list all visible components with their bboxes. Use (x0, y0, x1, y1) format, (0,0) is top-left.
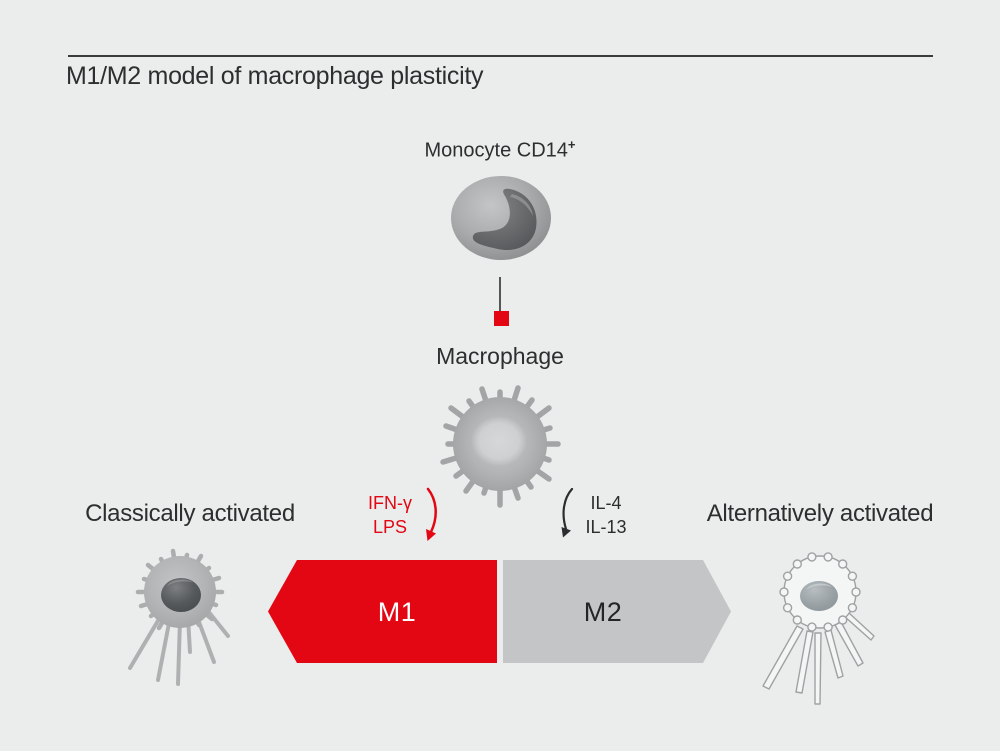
macrophage-cell-illustration (440, 385, 561, 508)
m2-stimulus-arrow (561, 487, 574, 538)
m2-macrophage-illustration (762, 552, 875, 705)
m2-arrow-shape (503, 560, 731, 663)
monocyte-to-macrophage-connector (494, 277, 509, 326)
m1-arrow-label: M1 (377, 597, 417, 627)
monocyte-label-text: Monocyte CD14 (424, 139, 568, 162)
m1-stimulus-lps: LPS (372, 517, 408, 537)
monocyte-cd14-plus-superscript: + (567, 137, 576, 152)
m2-stimulus-il4: IL-4 (590, 493, 622, 513)
m2-arrow-label: M2 (583, 597, 623, 627)
m1-macrophage-illustration (128, 548, 230, 686)
page-title: M1/M2 model of macrophage plasticity (66, 62, 484, 90)
m1-arrow-shape (268, 560, 497, 663)
m1-stimuli-labels: IFN-γ LPS (350, 491, 430, 539)
m2-stimulus-il13: IL-13 (585, 517, 627, 537)
monocyte-cell-illustration (451, 176, 551, 260)
alternatively-activated-label: Alternatively activated (706, 500, 934, 527)
monocyte-label: Monocyte CD14+ (380, 137, 620, 163)
macrophage-label: Macrophage (436, 343, 564, 369)
classically-activated-label: Classically activated (85, 500, 295, 527)
m1-stimulus-arrow (426, 487, 437, 541)
title-rule (68, 55, 933, 57)
m1-stimulus-ifn-gamma: IFN-γ (368, 493, 412, 513)
m2-stimuli-labels: IL-4 IL-13 (566, 491, 646, 539)
